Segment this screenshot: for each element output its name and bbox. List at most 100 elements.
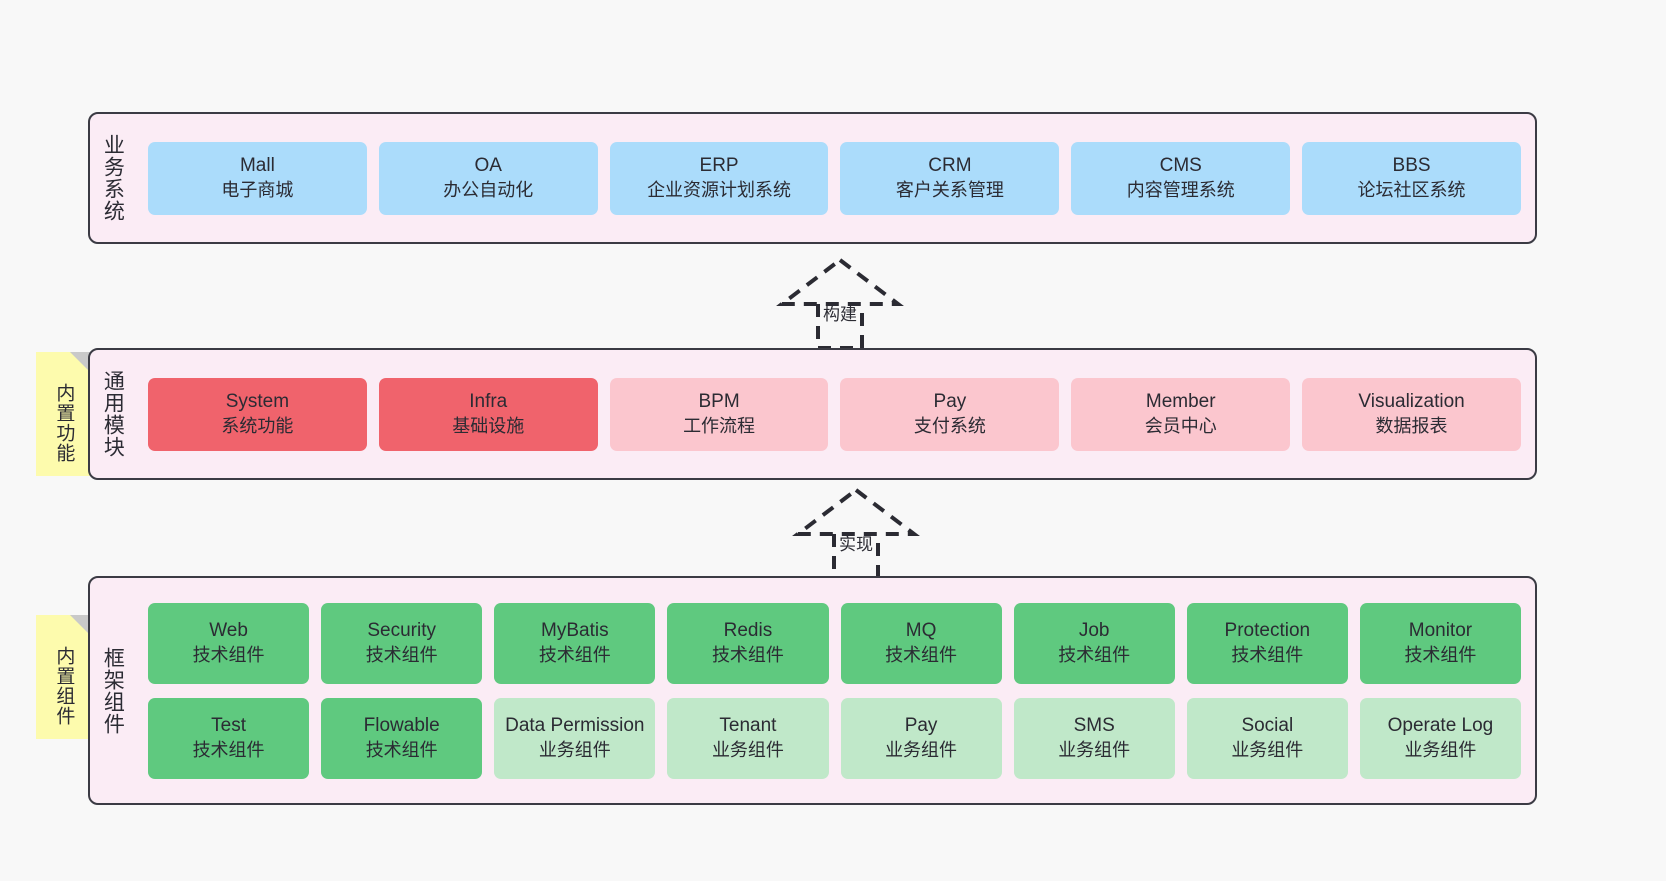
box-subtitle: 数据报表: [1375, 415, 1448, 436]
box-title: Security: [367, 619, 436, 641]
box-subtitle: 内容管理系统: [1126, 179, 1235, 200]
box-title: Flowable: [363, 714, 440, 736]
box-subtitle: 业务组件: [538, 739, 611, 760]
box-title: SMS: [1073, 714, 1115, 736]
row-framework-2: Test 技术组件 Flowable 技术组件 Data Permission …: [148, 697, 1521, 779]
box-bbs[interactable]: BBS 论坛社区系统: [1302, 141, 1521, 215]
band-body-framework: Web 技术组件 Security 技术组件 MyBatis 技术组件 Redi…: [134, 578, 1535, 803]
box-social[interactable]: Social 业务组件: [1186, 697, 1348, 779]
box-title: Pay: [904, 714, 938, 736]
box-title: OA: [474, 154, 502, 176]
box-oa[interactable]: OA 办公自动化: [378, 141, 598, 215]
box-subtitle: 电子商城: [221, 179, 294, 200]
box-subtitle: 技术组件: [1231, 644, 1304, 665]
box-subtitle: 业务组件: [1058, 739, 1131, 760]
band-body-business: Mall 电子商城 OA 办公自动化 ERP 企业资源计划系统 CRM 客户关系…: [134, 114, 1535, 242]
band-label-business: 业务系统: [101, 134, 125, 222]
box-subtitle: 技术组件: [192, 644, 265, 665]
box-subtitle: 办公自动化: [443, 179, 534, 200]
box-title: Data Permission: [505, 714, 645, 736]
box-system[interactable]: System 系统功能: [148, 377, 367, 451]
box-title: Mall: [239, 154, 275, 176]
box-title: CMS: [1159, 154, 1202, 176]
box-title: Protection: [1224, 619, 1311, 641]
box-subtitle: 技术组件: [365, 644, 438, 665]
band-business-systems: 业务系统 Mall 电子商城 OA 办公自动化 ERP 企业资源计划系统 CRM…: [88, 112, 1537, 244]
box-title: Infra: [469, 390, 508, 412]
box-job[interactable]: Job 技术组件: [1013, 602, 1175, 684]
box-title: Member: [1145, 390, 1216, 412]
box-crm[interactable]: CRM 客户关系管理: [840, 141, 1060, 215]
box-title: MyBatis: [541, 619, 609, 641]
box-subtitle: 技术组件: [711, 644, 784, 665]
box-web[interactable]: Web 技术组件: [148, 602, 310, 684]
box-infra[interactable]: Infra 基础设施: [378, 377, 598, 451]
box-subtitle: 论坛社区系统: [1357, 179, 1466, 200]
box-title: Web: [209, 619, 248, 641]
box-subtitle: 技术组件: [365, 739, 438, 760]
sticky-note-label: 内置组件: [53, 646, 75, 726]
box-flowable[interactable]: Flowable 技术组件: [321, 697, 483, 779]
box-title: Job: [1078, 619, 1110, 641]
box-tenant[interactable]: Tenant 业务组件: [667, 697, 829, 779]
band-body-common: System 系统功能 Infra 基础设施 BPM 工作流程 Pay 支付系统…: [134, 350, 1535, 478]
box-title: Redis: [723, 619, 773, 641]
connector-label-build: 构建: [823, 305, 857, 324]
connector-label-implement: 实现: [839, 535, 873, 554]
box-bpm[interactable]: BPM 工作流程: [609, 377, 829, 451]
box-subtitle: 会员中心: [1144, 415, 1217, 436]
box-title: CRM: [928, 154, 972, 176]
sticky-note-builtin-features: 内置功能: [36, 352, 90, 476]
box-visualization[interactable]: Visualization 数据报表: [1302, 377, 1521, 451]
box-subtitle: 客户关系管理: [895, 179, 1004, 200]
box-erp[interactable]: ERP 企业资源计划系统: [609, 141, 829, 215]
box-member[interactable]: Member 会员中心: [1071, 377, 1291, 451]
box-mq[interactable]: MQ 技术组件: [840, 602, 1002, 684]
box-subtitle: 技术组件: [885, 644, 958, 665]
box-mybatis[interactable]: MyBatis 技术组件: [494, 602, 656, 684]
box-protection[interactable]: Protection 技术组件: [1186, 602, 1348, 684]
box-title: Monitor: [1408, 619, 1473, 641]
box-subtitle: 业务组件: [885, 739, 958, 760]
box-security[interactable]: Security 技术组件: [321, 602, 483, 684]
box-test[interactable]: Test 技术组件: [148, 697, 310, 779]
box-title: Social: [1241, 714, 1294, 736]
sticky-note-builtin-components: 内置组件: [36, 615, 90, 739]
box-title: Pay: [933, 390, 967, 412]
box-sms[interactable]: SMS 业务组件: [1013, 697, 1175, 779]
row-business-1: Mall 电子商城 OA 办公自动化 ERP 企业资源计划系统 CRM 客户关系…: [148, 141, 1521, 215]
box-subtitle: 业务组件: [1404, 739, 1477, 760]
box-pay[interactable]: Pay 支付系统: [840, 377, 1060, 451]
box-title: Tenant: [719, 714, 777, 736]
box-pay-component[interactable]: Pay 业务组件: [840, 697, 1002, 779]
box-title: Visualization: [1358, 390, 1465, 412]
box-subtitle: 基础设施: [452, 415, 525, 436]
box-subtitle: 支付系统: [913, 415, 986, 436]
box-subtitle: 工作流程: [683, 415, 756, 436]
connector-build: 构建: [760, 256, 920, 350]
band-label-common: 通用模块: [101, 370, 125, 458]
box-redis[interactable]: Redis 技术组件: [667, 602, 829, 684]
box-title: ERP: [699, 154, 739, 176]
box-title: MQ: [905, 619, 937, 641]
box-subtitle: 业务组件: [711, 739, 784, 760]
box-cms[interactable]: CMS 内容管理系统: [1071, 141, 1291, 215]
box-subtitle: 系统功能: [221, 415, 294, 436]
box-data-permission[interactable]: Data Permission 业务组件: [494, 697, 656, 779]
box-title: Operate Log: [1387, 714, 1494, 736]
box-mall[interactable]: Mall 电子商城: [148, 141, 367, 215]
box-monitor[interactable]: Monitor 技术组件: [1359, 602, 1521, 684]
box-operate-log[interactable]: Operate Log 业务组件: [1359, 697, 1521, 779]
box-title: BPM: [698, 390, 740, 412]
row-common-1: System 系统功能 Infra 基础设施 BPM 工作流程 Pay 支付系统…: [148, 377, 1521, 451]
sticky-note-label: 内置功能: [53, 383, 75, 463]
connector-implement: 实现: [776, 486, 936, 580]
row-framework-1: Web 技术组件 Security 技术组件 MyBatis 技术组件 Redi…: [148, 602, 1521, 684]
box-subtitle: 技术组件: [538, 644, 611, 665]
box-subtitle: 技术组件: [192, 739, 265, 760]
band-label-framework: 框架组件: [101, 646, 125, 735]
band-framework-components: 框架组件 Web 技术组件 Security 技术组件 MyBatis 技术组件…: [88, 576, 1537, 805]
box-title: Test: [211, 714, 246, 736]
box-subtitle: 技术组件: [1404, 644, 1477, 665]
